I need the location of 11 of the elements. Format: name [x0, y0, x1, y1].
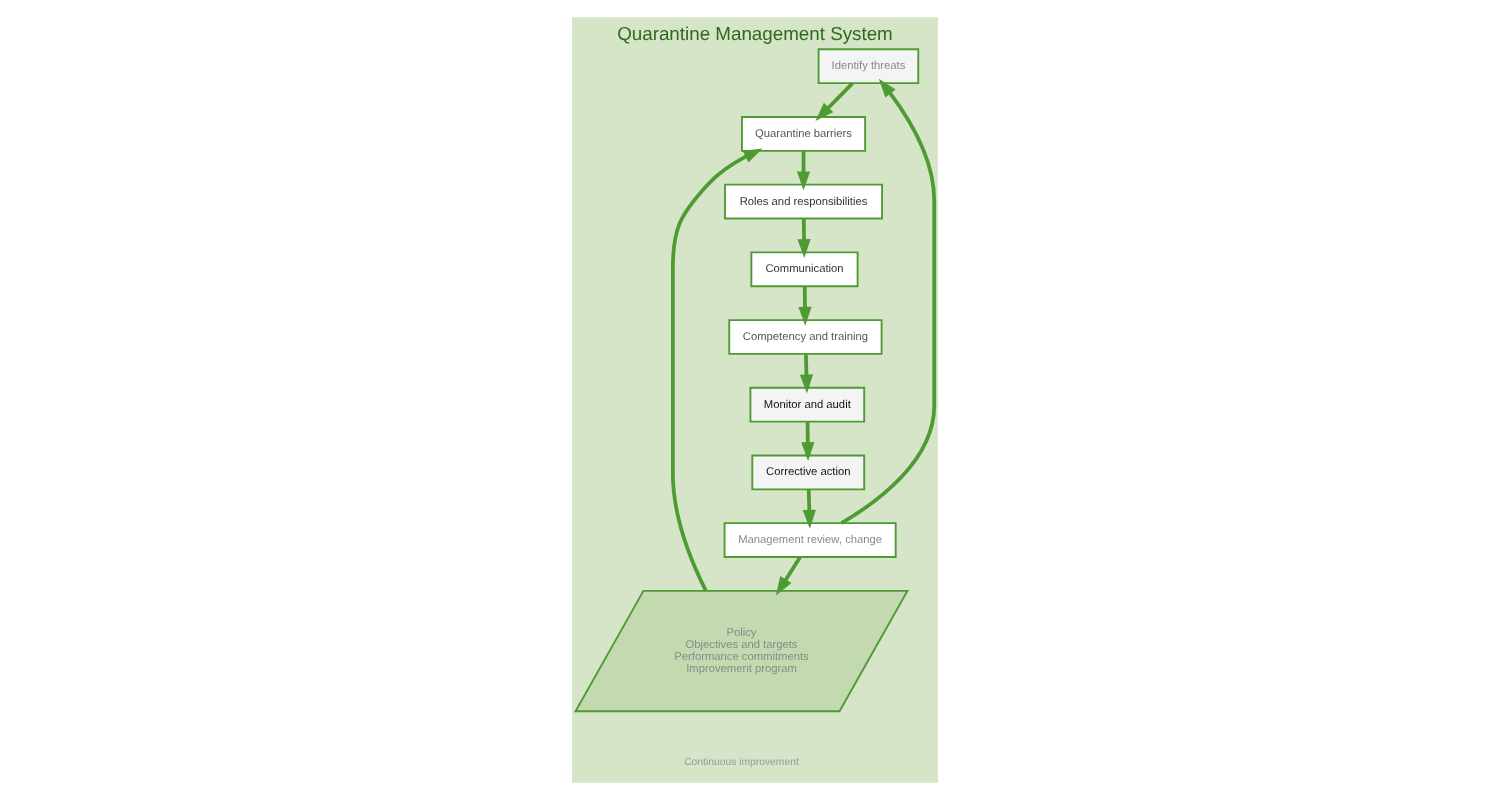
- arrow: [797, 218, 811, 258]
- arrow: [802, 489, 816, 529]
- arrow: [799, 354, 814, 394]
- arrow: [670, 148, 763, 592]
- arrow: [815, 82, 854, 121]
- arrow: [840, 78, 937, 525]
- arrow: [801, 421, 815, 462]
- diagram-title: Quarantine Management System: [617, 21, 893, 44]
- arrow: [796, 151, 811, 191]
- arrow: [775, 556, 802, 596]
- arrow: [798, 286, 812, 326]
